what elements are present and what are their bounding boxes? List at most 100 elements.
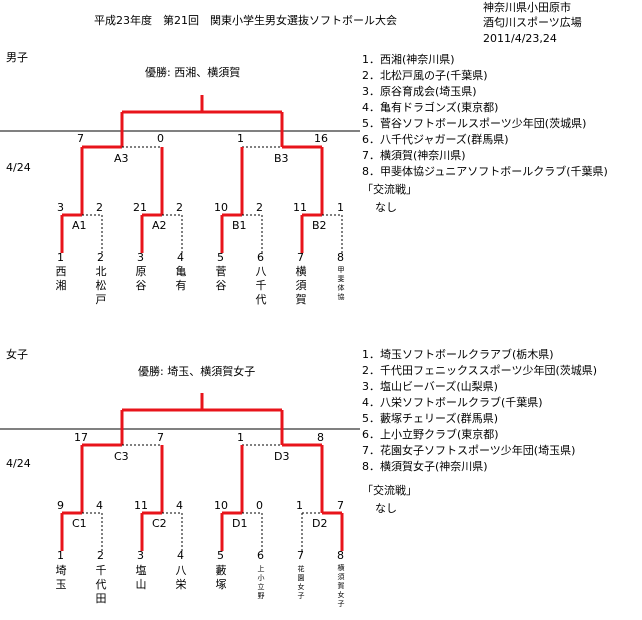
team-name-char: 谷 <box>135 279 147 292</box>
team-name-char: 塩 <box>135 564 147 577</box>
boys-team-num: 3 <box>137 251 144 264</box>
team-name-char: 園 <box>297 574 305 582</box>
girls-r1-score: 4 <box>96 499 103 512</box>
team-name-char: 須 <box>295 279 307 292</box>
team-name-char: 賀 <box>337 582 345 590</box>
girls-semi-label-d3: D3 <box>274 450 290 463</box>
girls-section-label: 女子 <box>6 348 28 361</box>
ranking-item: 2．北松戸風の子(千葉県) <box>362 69 488 82</box>
boys-final-score-4: 16 <box>314 132 328 145</box>
team-name-char: 山 <box>135 578 147 591</box>
team-name-char: 有 <box>175 279 187 292</box>
girls-team-num: 2 <box>97 549 104 562</box>
ranking-item: 1．西湘(神奈川県) <box>362 53 455 66</box>
ranking-item: 1．埼玉ソフトボールクラアブ(栃木県) <box>362 348 554 361</box>
boys-match-label-b1: B1 <box>232 219 247 232</box>
boys-date-label: 4/24 <box>6 161 31 174</box>
boys-team-name: 横須賀 <box>294 265 308 307</box>
girls-semi-label-c3: C3 <box>114 450 129 463</box>
team-name-char: 亀 <box>175 265 187 278</box>
boys-team-name: 北松戸 <box>94 265 108 307</box>
girls-r1-score: 7 <box>337 499 344 512</box>
girls-final-score-1: 17 <box>74 431 88 444</box>
girls-team-name: 八栄 <box>174 564 188 592</box>
team-name-char: 体 <box>337 284 345 292</box>
team-name-char: 代 <box>95 578 107 591</box>
event-date: 2011/4/23,24 <box>483 32 557 45</box>
team-name-char: 斐 <box>337 275 345 283</box>
girls-date-label: 4/24 <box>6 457 31 470</box>
team-name-char: 賀 <box>295 293 307 306</box>
boys-team-name: 西湘 <box>54 265 68 293</box>
boys-semi-label-b3: B3 <box>274 152 289 165</box>
boys-section-label: 男子 <box>6 51 28 64</box>
team-name-char: 女 <box>297 583 305 591</box>
girls-match-label-d2: D2 <box>312 517 328 530</box>
boys-team-num: 8 <box>337 251 344 264</box>
team-name-char: 埼 <box>55 564 67 577</box>
girls-team-num: 3 <box>137 549 144 562</box>
team-name-char: 菅 <box>215 265 227 278</box>
boys-team-num: 7 <box>297 251 304 264</box>
boys-team-num: 2 <box>97 251 104 264</box>
ranking-item: 8．甲斐体協ジュニアソフトボールクラブ(千葉県) <box>362 165 608 178</box>
girls-team-name: 花園女子 <box>295 565 307 601</box>
boys-rankings: 1．西湘(神奈川県) 2．北松戸風の子(千葉県) 3．原谷育成会(埼玉県) 4．… <box>362 54 642 184</box>
team-name-char: 甲 <box>337 266 345 274</box>
boys-final-score-1: 7 <box>77 132 84 145</box>
team-name-char: 玉 <box>55 578 67 591</box>
team-name-char: 谷 <box>215 279 227 292</box>
boys-team-name: 八千代 <box>254 265 268 307</box>
girls-rankings: 1．埼玉ソフトボールクラアブ(栃木県) 2．千代田フェニックススポーツ少年団(茨… <box>362 349 642 479</box>
boys-r1-score: 21 <box>133 201 147 214</box>
venue-city: 神奈川県小田原市 <box>483 1 571 14</box>
team-name-char: 千 <box>255 279 267 292</box>
girls-exchange-value: なし <box>375 502 397 515</box>
ranking-item: 6．上小立野クラブ(東京都) <box>362 428 499 441</box>
girls-team-name: 塩山 <box>134 564 148 592</box>
boys-r1-score: 11 <box>293 201 307 214</box>
girls-r1-score: 9 <box>57 499 64 512</box>
team-name-char: 野 <box>257 592 265 600</box>
girls-r1-score: 10 <box>214 499 228 512</box>
girls-r1-score: 1 <box>296 499 303 512</box>
girls-team-num: 6 <box>257 549 264 562</box>
boys-team-num: 5 <box>217 251 224 264</box>
team-name-char: 湘 <box>55 279 67 292</box>
team-name-char: 横 <box>295 265 307 278</box>
girls-team-num: 8 <box>337 549 344 562</box>
boys-exchange-value: なし <box>375 201 397 214</box>
team-name-char: 協 <box>337 293 345 301</box>
girls-final-score-3: 1 <box>237 431 244 444</box>
boys-r1-score: 3 <box>57 201 64 214</box>
team-name-char: 横 <box>337 564 345 572</box>
page-title: 平成23年度 第21回 関東小学生男女選抜ソフトボール大会 <box>94 14 397 27</box>
boys-team-num: 6 <box>257 251 264 264</box>
team-name-char: 女 <box>337 591 345 599</box>
team-name-char: 八 <box>255 265 267 278</box>
boys-r1-score: 2 <box>256 201 263 214</box>
team-name-char: 田 <box>95 592 107 605</box>
girls-team-name: 藪塚 <box>214 564 228 592</box>
ranking-item: 5．藪塚チェリーズ(群馬県) <box>362 412 499 425</box>
girls-exchange-label: 「交流戦」 <box>362 484 417 497</box>
team-name-char: 須 <box>337 573 345 581</box>
girls-final-score-2: 7 <box>157 431 164 444</box>
team-name-char: 松 <box>95 279 107 292</box>
team-name-char: 藪 <box>215 564 227 577</box>
team-name-char: 子 <box>337 600 345 608</box>
team-name-char: 千 <box>95 564 107 577</box>
boys-team-num: 4 <box>177 251 184 264</box>
team-name-char: 小 <box>257 574 265 582</box>
team-name-char: 上 <box>257 565 265 573</box>
team-name-char: 花 <box>297 565 305 573</box>
ranking-item: 8．横須賀女子(神奈川県) <box>362 460 488 473</box>
team-name-char: 北 <box>95 265 107 278</box>
girls-team-num: 7 <box>297 549 304 562</box>
boys-match-label-a1: A1 <box>72 219 87 232</box>
boys-team-num: 1 <box>57 251 64 264</box>
ranking-item: 3．塩山ビーバーズ(山梨県) <box>362 380 498 393</box>
girls-team-name: 埼玉 <box>54 564 68 592</box>
girls-r1-score: 11 <box>134 499 148 512</box>
team-name-char: 子 <box>297 592 305 600</box>
